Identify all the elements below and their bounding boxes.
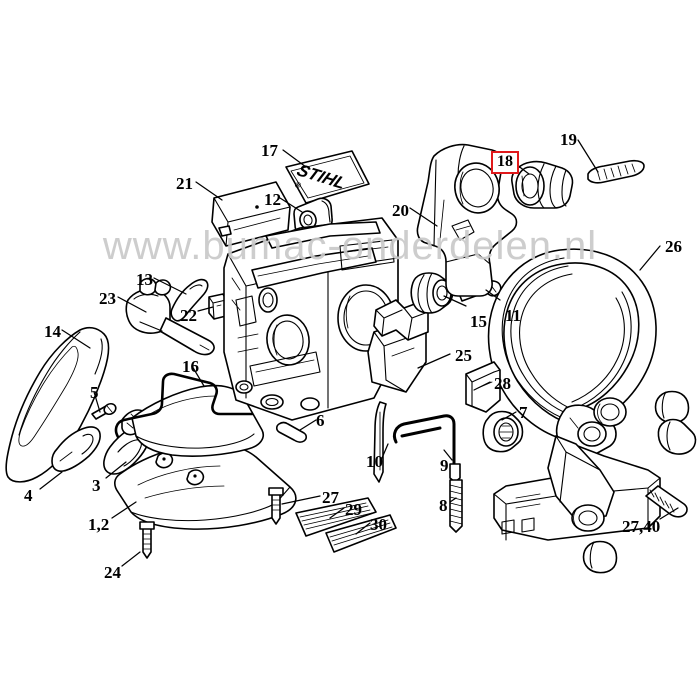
part-17-stihl-nameplate: STIHL ® <box>285 150 370 204</box>
part-6-roll-pin <box>275 421 308 443</box>
callout-15: 15 <box>470 312 487 331</box>
callout-27-40: 27,40 <box>622 517 661 536</box>
callout-18[interactable]: 18 <box>491 151 519 174</box>
callout-29: 29 <box>345 500 362 519</box>
callout-22: 22 <box>180 306 197 325</box>
callout-4: 4 <box>24 486 33 505</box>
part-22-clip <box>208 293 227 320</box>
part-1-2-frame-wall <box>131 384 264 457</box>
part-5-bolt <box>91 402 117 420</box>
part-27-screw <box>268 487 284 525</box>
part-16-wire-rod <box>114 372 254 439</box>
part-4-catch-lever <box>51 426 101 472</box>
callout-19: 19 <box>560 130 577 149</box>
callout-8: 8 <box>439 496 448 515</box>
part-24-screw <box>139 521 155 559</box>
part-10-rod <box>373 401 387 483</box>
callout-1-2: 1,2 <box>88 515 110 534</box>
callout-11: 11 <box>505 306 522 325</box>
part-9-bent-wire <box>392 414 461 483</box>
callout-21: 21 <box>176 174 193 193</box>
callout-16: 16 <box>182 357 199 376</box>
callout-9: 9 <box>440 456 449 475</box>
callout-23: 23 <box>99 289 116 308</box>
callout-10: 10 <box>366 452 383 471</box>
callout-3: 3 <box>92 476 101 495</box>
leader-lines <box>39 139 679 567</box>
part-13-lever <box>170 278 209 322</box>
callout-30: 30 <box>370 515 387 534</box>
callout-25: 25 <box>455 346 472 365</box>
part-29-pad <box>295 497 377 537</box>
callout-12: 12 <box>264 190 281 209</box>
callout-20: 20 <box>392 201 409 220</box>
callout-13: 13 <box>136 270 153 289</box>
part-19-threaded-pin <box>587 159 645 184</box>
part-14-handle-shell <box>5 326 110 483</box>
part-27-40-plugs <box>582 390 697 574</box>
callout-28: 28 <box>494 374 511 393</box>
part-rear-handle-frame <box>493 397 661 541</box>
part-26-handle-bar <box>487 248 657 459</box>
part-main-housing <box>223 217 399 421</box>
callout-24: 24 <box>104 563 121 582</box>
callout-26: 26 <box>665 237 682 256</box>
callout-7: 7 <box>519 403 528 422</box>
part-8-spring <box>449 479 463 533</box>
callout-6: 6 <box>316 411 325 430</box>
part-30-pad <box>325 514 397 553</box>
callout-27: 27 <box>322 488 339 507</box>
part-28-bracket <box>465 361 501 413</box>
part-25-bracket <box>373 299 429 341</box>
part-7-knob <box>482 410 524 453</box>
callout-17: 17 <box>261 141 278 160</box>
part-21-cover-strip <box>211 181 291 247</box>
callout-5: 5 <box>90 383 99 402</box>
callout-14: 14 <box>44 322 61 341</box>
svg-text:®: ® <box>293 180 303 190</box>
